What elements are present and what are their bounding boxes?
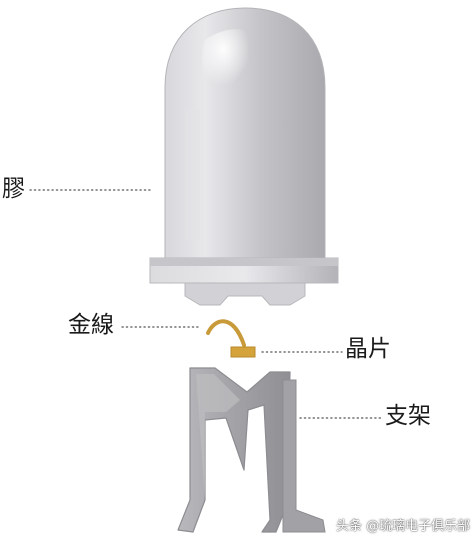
dome-base [184,282,306,306]
lead-frame-bracket [177,367,291,533]
dome-rim-shadow [150,258,338,266]
label-glue: 膠 [2,176,25,202]
lead-frame-right-lead [282,379,326,533]
chip [230,346,256,358]
watermark: 头条 @琉璃电子俱乐部 [336,519,471,534]
dome-inner-highlight [185,110,200,240]
leader-lines [29,189,383,419]
label-chip: 晶片 [345,336,391,362]
lead-frame-face [196,374,240,500]
label-bracket: 支架 [385,403,431,429]
epoxy-dome [149,7,339,306]
dome-highlight [202,29,262,110]
gold-wire [206,319,246,347]
label-gold-wire: 金線 [68,312,114,338]
